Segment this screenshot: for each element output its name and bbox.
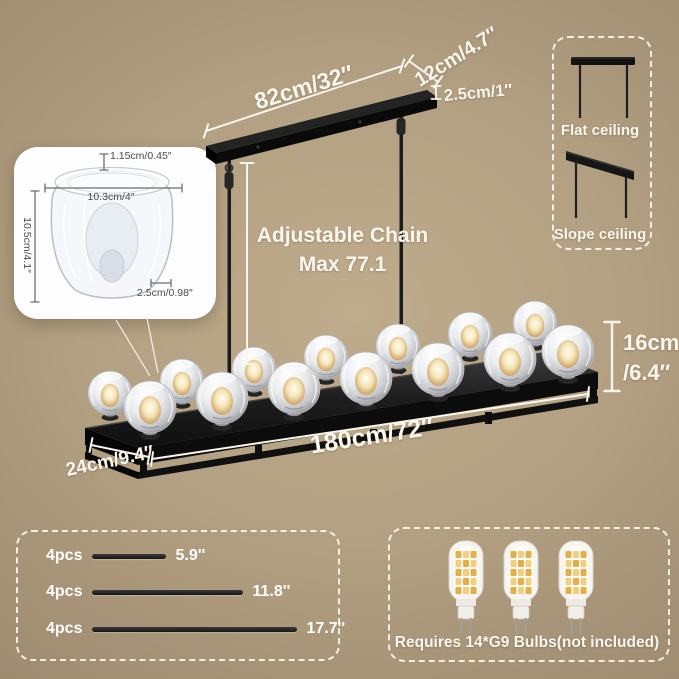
downrod-row-3: 4pcs 17.7'' [46, 620, 345, 638]
crystal-globe [87, 370, 133, 422]
crystal-globe [195, 371, 249, 432]
chain-max-text: Max 77.1 [298, 253, 387, 277]
crystal-globe [159, 358, 205, 410]
adjustable-chain-label: Adjustable Chain Max 77.1 [250, 221, 435, 280]
canopy-length-label: 82cm/32″ [251, 59, 357, 115]
crystal-globe [447, 311, 493, 363]
crystal-globe [541, 324, 595, 385]
shade-height-label: 16cm /6.4″ [623, 328, 679, 387]
frame-length-label: 180cm/72″ [308, 412, 436, 460]
frame-width-label: 24cm/9.4″ [63, 441, 156, 482]
shade-height-in: /6.4″ [623, 359, 671, 385]
crystal-globes-back-row [87, 300, 558, 422]
bulbs-box [388, 527, 670, 662]
shade-height-inset-label: 10.5cm/4.1″ [21, 217, 33, 273]
crystal-globe [512, 300, 558, 352]
inset-leader-lines [115, 317, 159, 377]
chain-text: Adjustable Chain [256, 224, 429, 247]
ceiling-options-box [552, 36, 652, 250]
flat-ceiling-label: Flat ceiling [560, 122, 640, 139]
crystal-globe [267, 361, 321, 422]
downrod-qty: 4pcs [46, 547, 83, 564]
shade-diameter-label: 10.3cm/4″ [87, 191, 135, 203]
downrod-row-1: 4pcs 5.9'' [46, 547, 205, 565]
downrod-bar [92, 553, 167, 559]
crystal-globe [303, 334, 349, 386]
crystal-globe [231, 346, 277, 398]
slope-ceiling-label: Slope ceiling [553, 226, 647, 243]
downrod-qty: 4pcs [46, 583, 83, 600]
canopy-height-label: 2.5cm/1″ [443, 81, 514, 105]
crystal-globe [339, 351, 393, 412]
crystal-globe [411, 342, 465, 403]
shade-opening-label: 2.5cm/0.98″ [137, 287, 193, 299]
shade-height-cm: 16cm [623, 330, 679, 355]
downrod-bar [92, 626, 298, 632]
downrod-row-2: 4pcs 11.8'' [46, 583, 290, 601]
shade-rim-thickness-label: 1.15cm/0.45″ [110, 150, 172, 162]
downrod-length: 5.9'' [175, 547, 206, 564]
downrod-length: 11.8'' [252, 583, 291, 600]
crystal-globe [123, 380, 177, 441]
downrod-qty: 4pcs [46, 620, 83, 637]
downrod-bar [92, 589, 244, 595]
downrod-length: 17.7'' [306, 620, 346, 637]
downrods-box [16, 530, 340, 661]
bulb-requirement-label: Requires 14*G9 Bulbs(not included) [394, 634, 660, 651]
crystal-globe [483, 332, 537, 393]
crystal-globe [375, 323, 421, 375]
